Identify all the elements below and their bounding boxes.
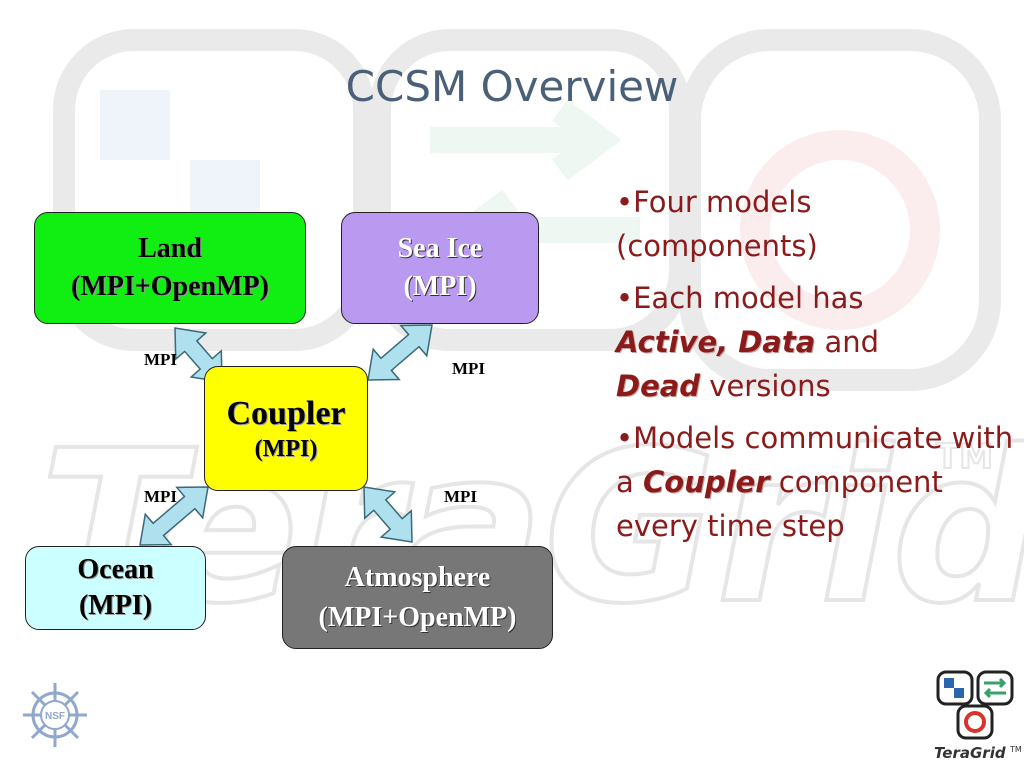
watermark-blue-block (100, 90, 170, 160)
arrow-ocean-coupler (139, 486, 209, 546)
bullet-text-2-pre: •Each model has (616, 281, 864, 315)
teragrid-logo: TeraGrid TM (934, 670, 1022, 762)
land-component-box: Land (MPI+OpenMP) (34, 212, 306, 324)
bullet-text-2-post: versions (700, 369, 831, 403)
sea-ice-label: Sea Ice (397, 233, 483, 264)
bullet-emphasis-coupler: Coupler (643, 465, 770, 499)
coupler-sublabel: (MPI) (254, 435, 318, 462)
bullet-item-2: •Each model has Active, Data and Dead ve… (616, 276, 1016, 408)
arrow-seaice-coupler (367, 324, 433, 381)
watermark-arrows (430, 99, 640, 271)
bullet-item-3: •Models communicate with a Coupler compo… (616, 416, 1016, 548)
bullet-text-1: •Four models (components) (616, 185, 818, 263)
ocean-component-box: Ocean (MPI) (25, 546, 206, 630)
mpi-label-ocean: MPI (144, 487, 178, 506)
atmosphere-label: Atmosphere (344, 561, 491, 593)
atmosphere-sublabel: (MPI+OpenMP) (318, 601, 517, 633)
mpi-label-land: MPI (144, 350, 178, 369)
teragrid-logo-text: TeraGrid (934, 744, 1006, 762)
bullet-emphasis-dead: Dead (616, 369, 701, 403)
watermark-tm: TM (936, 437, 993, 477)
watermark-square-3 (679, 29, 1001, 391)
slide-title: CCSM Overview (345, 62, 679, 111)
mpi-label-sea-ice: MPI (452, 359, 486, 378)
bullet-emphasis-active-data: Active, Data (616, 325, 816, 359)
ocean-label: Ocean (77, 554, 154, 585)
land-sublabel: (MPI+OpenMP) (71, 271, 269, 302)
mpi-label-atmosphere: MPI (444, 487, 478, 506)
bullet-text-3-post: component every time step (616, 465, 943, 543)
watermark-g-circle (740, 130, 940, 330)
nsf-logo-text: NSF (45, 711, 65, 722)
teragrid-logo-tm: TM (1009, 745, 1022, 754)
nsf-logo: NSF (23, 683, 87, 747)
arrow-atmosphere-coupler (363, 486, 413, 543)
bullet-item-1: •Four models (components) (616, 180, 1016, 268)
land-label: Land (138, 233, 202, 264)
coupler-component-box: Coupler (MPI) (204, 366, 368, 491)
atmosphere-component-box: Atmosphere (MPI+OpenMP) (282, 546, 553, 649)
watermark-square-1 (53, 29, 375, 351)
sea-ice-component-box: Sea Ice (MPI) (341, 212, 539, 324)
bullet-list: •Four models (components) •Each model ha… (616, 180, 1016, 556)
bullet-text-3-pre: •Models communicate with a (616, 421, 1014, 499)
coupler-label: Coupler (226, 394, 346, 432)
sea-ice-sublabel: (MPI) (403, 271, 477, 302)
ocean-sublabel: (MPI) (78, 590, 153, 621)
connector-arrows (139, 324, 433, 546)
bullet-text-2-mid: and (815, 325, 880, 359)
